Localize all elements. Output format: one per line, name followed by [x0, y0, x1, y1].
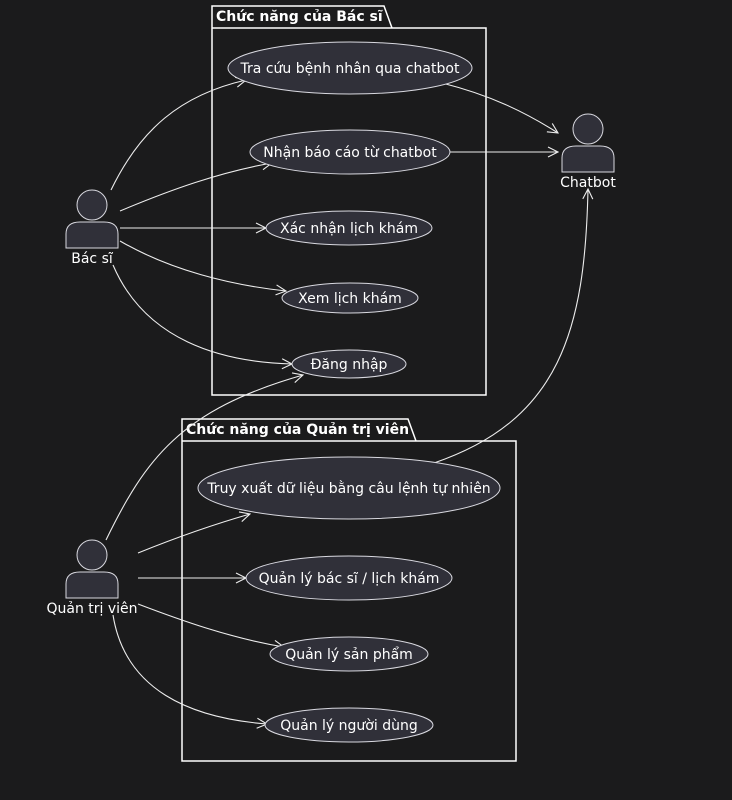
- edge-doctor-lookup: [110, 80, 246, 191]
- use-case-receive-report-label: Nhận báo cáo từ chatbot: [263, 145, 437, 161]
- person-icon: [561, 113, 615, 173]
- person-icon: [65, 189, 119, 249]
- edge-doctor-report: [119, 163, 272, 212]
- actor-admin[interactable]: Quản trị viên: [46, 539, 138, 617]
- use-case-manage-products-label: Quản lý sản phẩm: [285, 646, 413, 663]
- use-case-manage-users[interactable]: Quản lý người dùng: [264, 707, 434, 743]
- person-icon: [65, 539, 119, 599]
- use-case-confirm-appointment[interactable]: Xác nhận lịch khám: [265, 210, 433, 246]
- edge-admin-manage-products: [137, 603, 284, 647]
- use-case-view-appointments-label: Xem lịch khám: [298, 291, 402, 307]
- use-case-natural-language-query-label: Truy xuất dữ liệu bằng câu lệnh tự nhiên: [206, 480, 490, 497]
- use-case-manage-users-label: Quản lý người dùng: [280, 718, 417, 734]
- use-case-lookup-patient[interactable]: Tra cứu bệnh nhân qua chatbot: [227, 41, 473, 95]
- edge-admin-login: [105, 375, 303, 541]
- actor-chatbot[interactable]: Chatbot: [560, 113, 616, 191]
- use-case-natural-language-query[interactable]: Truy xuất dữ liệu bằng câu lệnh tự nhiên: [197, 456, 501, 520]
- edge-doctor-login: [112, 264, 292, 364]
- edge-lookup-chatbot: [441, 82, 558, 133]
- use-case-login-label: Đăng nhập: [311, 357, 388, 373]
- package-doctor-title: Chức năng của Bác sĩ: [216, 9, 383, 25]
- edge-admin-manage-users: [112, 614, 267, 724]
- edges: [105, 80, 588, 724]
- use-case-receive-report[interactable]: Nhận báo cáo từ chatbot: [249, 129, 451, 175]
- use-case-login[interactable]: Đăng nhập: [291, 349, 407, 379]
- actor-chatbot-label: Chatbot: [560, 175, 616, 191]
- use-case-manage-products[interactable]: Quản lý sản phẩm: [269, 636, 429, 672]
- use-case-manage-doctors[interactable]: Quản lý bác sĩ / lịch khám: [245, 555, 453, 601]
- use-case-view-appointments[interactable]: Xem lịch khám: [281, 282, 419, 314]
- edge-admin-query: [137, 514, 250, 554]
- actor-doctor-label: Bác sĩ: [71, 251, 114, 267]
- package-doctor: Chức năng của Bác sĩ: [211, 5, 487, 396]
- actor-doctor[interactable]: Bác sĩ: [65, 189, 119, 267]
- use-case-confirm-appointment-label: Xác nhận lịch khám: [280, 221, 418, 237]
- use-case-lookup-patient-label: Tra cứu bệnh nhân qua chatbot: [240, 61, 460, 77]
- package-admin-title: Chức năng của Quản trị viên: [186, 422, 409, 438]
- edge-query-chatbot: [433, 189, 588, 464]
- actor-admin-label: Quản trị viên: [46, 601, 137, 617]
- use-case-manage-doctors-label: Quản lý bác sĩ / lịch khám: [259, 571, 440, 587]
- edge-doctor-view: [119, 240, 286, 291]
- package-admin: Chức năng của Quản trị viên: [181, 418, 517, 762]
